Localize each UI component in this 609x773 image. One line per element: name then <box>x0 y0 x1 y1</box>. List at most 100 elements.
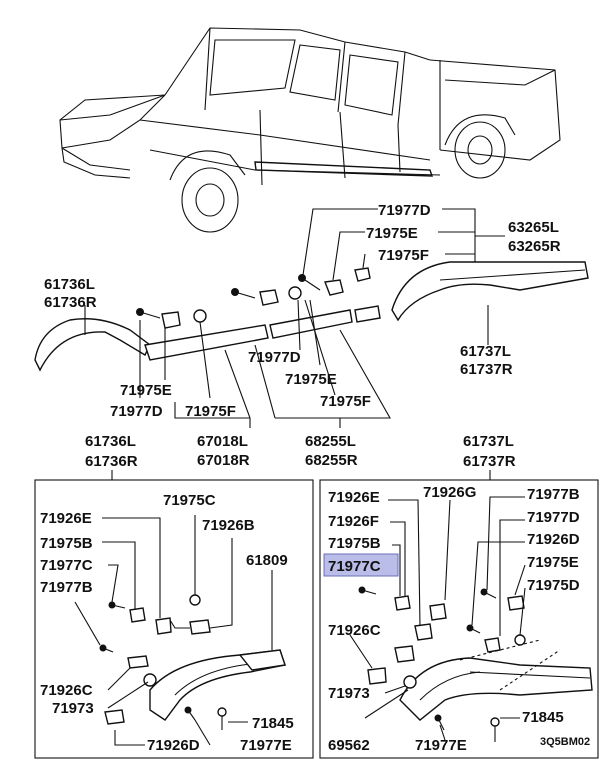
rear-flare-lower-part[interactable] <box>399 657 593 721</box>
diagram-code: 3Q5BM02 <box>540 736 590 748</box>
label-68255L: 68255L <box>305 433 356 450</box>
label-71926D-right: 71926D <box>527 531 580 548</box>
clip-icon <box>127 655 149 669</box>
label-71977E-right: 71977E <box>415 737 467 754</box>
label-63265L: 63265L <box>508 219 559 236</box>
clip-icon <box>394 595 411 611</box>
screw-icon <box>99 644 114 653</box>
label-71975E-left: 71975E <box>120 382 172 399</box>
label-71977C-right-highlighted[interactable]: 71977C <box>328 558 381 575</box>
clip-icon <box>193 309 207 323</box>
detail-box-right <box>319 479 599 759</box>
label-71926D-left: 71926D <box>147 737 200 754</box>
label-71975E-mid: 71975E <box>285 371 337 388</box>
door-moulding-rear-part[interactable] <box>269 309 353 339</box>
label-67018L: 67018L <box>197 433 248 450</box>
label-61737R-box: 61737R <box>463 453 516 470</box>
clip-icon <box>484 637 501 653</box>
label-71973-left: 71973 <box>52 700 94 717</box>
clip-icon <box>161 311 181 329</box>
label-69562: 69562 <box>328 737 370 754</box>
label-71977B-right: 71977B <box>527 486 580 503</box>
clip-icon <box>259 289 279 306</box>
label-61736R-box: 61736R <box>85 453 138 470</box>
label-71975E-right: 71975E <box>527 554 579 571</box>
label-71975B-right: 71975B <box>328 535 381 552</box>
rivet-icon <box>217 707 227 730</box>
label-71975D: 71975D <box>527 577 580 594</box>
screw-icon <box>358 586 377 595</box>
front-flare-left-part[interactable] <box>34 318 151 372</box>
screw-icon <box>480 588 497 599</box>
label-71975C: 71975C <box>163 492 216 509</box>
label-71975F-mid: 71975F <box>320 393 371 410</box>
clip-icon <box>288 286 302 300</box>
label-71845-right: 71845 <box>522 709 564 726</box>
right-box-parts <box>349 496 593 742</box>
label-61736R: 61736R <box>44 294 97 311</box>
upper-parts-group <box>34 208 589 428</box>
label-71975F-left: 71975F <box>185 403 236 420</box>
label-61737R: 61737R <box>460 361 513 378</box>
label-71977C-left: 71977C <box>40 557 93 574</box>
screw-icon <box>184 706 196 721</box>
screw-icon <box>136 308 161 319</box>
label-63265R: 63265R <box>508 238 561 255</box>
clip-icon <box>324 279 344 296</box>
clip-icon <box>414 623 433 641</box>
clip-icon <box>189 594 201 606</box>
label-71977D-mid: 71977D <box>248 349 301 366</box>
clip-icon <box>507 595 525 611</box>
label-67018R: 67018R <box>197 452 250 469</box>
label-71926E-left: 71926E <box>40 510 92 527</box>
label-71977E-left: 71977E <box>240 737 292 754</box>
label-71975E: 71975E <box>366 225 418 242</box>
label-71975F: 71975F <box>378 247 429 264</box>
detail-box-left <box>34 479 314 759</box>
label-71926G: 71926G <box>423 484 476 501</box>
label-71977D-right: 71977D <box>527 509 580 526</box>
screw-icon <box>434 714 445 731</box>
label-71926E-right: 71926E <box>328 489 380 506</box>
clip-icon <box>514 634 526 646</box>
rear-flare-part[interactable] <box>391 261 589 322</box>
truck-illustration <box>59 27 561 233</box>
label-71977D-left: 71977D <box>110 403 163 420</box>
left-box-parts <box>74 515 286 746</box>
screw-icon <box>108 601 126 609</box>
clip-icon <box>403 675 417 689</box>
label-71926F: 71926F <box>328 513 379 530</box>
label-61736L: 61736L <box>44 276 95 293</box>
label-71926B: 71926B <box>202 517 255 534</box>
clip-icon <box>104 709 125 725</box>
label-61736L-box: 61736L <box>85 433 136 450</box>
clip-icon <box>129 607 146 623</box>
clip-icon <box>155 617 172 635</box>
label-71926C-right: 71926C <box>328 622 381 639</box>
screw-icon <box>466 624 481 634</box>
screw-icon <box>298 274 321 291</box>
label-61809: 61809 <box>246 552 288 569</box>
label-71926C-left: 71926C <box>40 682 93 699</box>
rivet-icon <box>490 717 500 742</box>
label-71975B-left: 71975B <box>40 535 93 552</box>
clip-icon <box>429 603 447 621</box>
label-71977D: 71977D <box>378 202 431 219</box>
screw-icon <box>231 288 256 299</box>
door-moulding-front-part[interactable] <box>144 324 269 361</box>
moulding-end-part[interactable] <box>354 305 381 323</box>
label-61737L: 61737L <box>460 343 511 360</box>
clip-icon <box>367 667 387 685</box>
clip-icon <box>143 673 157 687</box>
label-71977B-left: 71977B <box>40 579 93 596</box>
clip-icon <box>394 645 415 663</box>
clip-icon <box>189 619 211 635</box>
clip-icon <box>354 267 371 282</box>
label-61737L-box: 61737L <box>463 433 514 450</box>
highlight-71977C[interactable] <box>323 553 399 577</box>
label-71845-left: 71845 <box>252 715 294 732</box>
label-68255R: 68255R <box>305 452 358 469</box>
label-71973-right: 71973 <box>328 685 370 702</box>
